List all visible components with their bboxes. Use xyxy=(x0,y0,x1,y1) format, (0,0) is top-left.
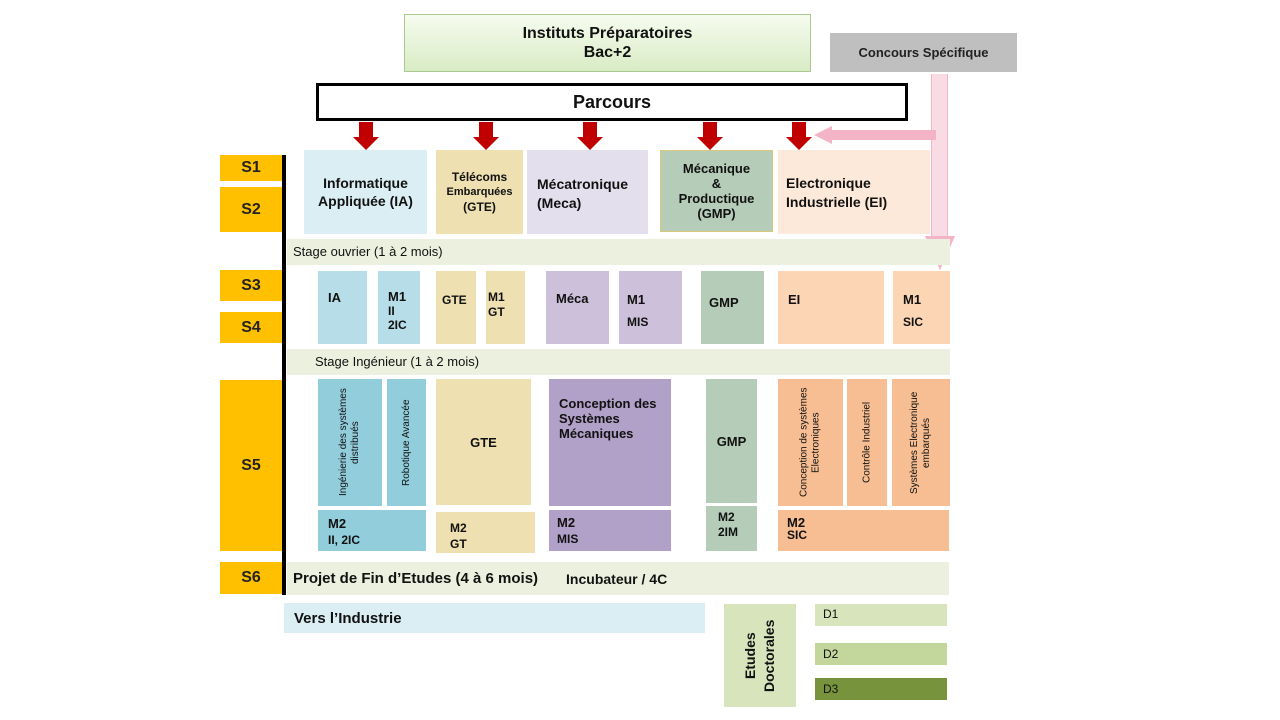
arrow-down-icon xyxy=(359,122,373,137)
s34-m1-ii-2ic: M1 II 2IC xyxy=(378,271,420,344)
s34-gte: GTE xyxy=(436,271,476,344)
s5-m2-mis: M2 MIS xyxy=(549,510,671,551)
arrow-down-icon xyxy=(577,137,603,150)
arrow-down-icon xyxy=(792,122,806,137)
institutes-box: Instituts Préparatoires Bac+2 xyxy=(404,14,811,72)
semester-s1: S1 xyxy=(220,155,282,181)
arrow-down-icon xyxy=(583,122,597,137)
concours-label: Concours Spécifique xyxy=(858,45,989,60)
concours-box: Concours Spécifique xyxy=(830,33,1017,72)
s34-ia: IA xyxy=(318,271,367,344)
arrow-left-pink-shaft xyxy=(830,130,936,140)
s5-csm: Conception des Systèmes Mécaniques xyxy=(549,379,671,506)
d2-box: D2 xyxy=(815,643,947,665)
semester-s4: S4 xyxy=(220,312,282,343)
pfe-label: Projet de Fin d’Etudes (4 à 6 mois) xyxy=(293,570,539,587)
s5-gmp: GMP xyxy=(706,379,757,503)
arrow-down-icon xyxy=(703,122,717,137)
s5-ci: Contrôle Industriel xyxy=(847,379,887,506)
arrow-down-pink-shaft xyxy=(931,74,948,238)
incubateur-label: Incubateur / 4C xyxy=(566,570,668,587)
etudes-doctorales: Etudes Doctorales xyxy=(724,604,796,707)
arrow-down-icon xyxy=(786,137,812,150)
s5-m2-ii-2ic: M2 II, 2IC xyxy=(318,510,426,551)
semester-s6: S6 xyxy=(220,562,282,594)
semester-s2: S2 xyxy=(220,187,282,232)
track-ei: Electronique Industrielle (EI) xyxy=(778,150,930,234)
timeline-line xyxy=(282,155,286,595)
stage-ingenieur-bar: Stage Ingénieur (1 à 2 mois) xyxy=(287,349,950,375)
track-ia: Informatique Appliquée (IA) xyxy=(304,150,427,234)
s34-gmp: GMP xyxy=(701,271,764,344)
s5-gte: GTE xyxy=(436,379,531,505)
s5-m2-sic: M2 SIC xyxy=(778,510,949,551)
institutes-level: Bac+2 xyxy=(583,44,632,61)
arrow-down-icon xyxy=(473,137,499,150)
track-gte: Télécoms Embarquées (GTE) xyxy=(436,150,523,234)
institutes-title: Instituts Préparatoires xyxy=(522,25,693,42)
s34-meca: Méca xyxy=(546,271,609,344)
s34-m1-sic: M1 SIC xyxy=(893,271,950,344)
s34-ei: EI xyxy=(778,271,884,344)
parcours-box: Parcours xyxy=(316,83,908,121)
s5-robotique: Robotique Avancée xyxy=(387,379,426,506)
track-meca: Mécatronique (Meca) xyxy=(527,150,648,234)
d3-box: D3 xyxy=(815,678,947,700)
s5-m2-gt: M2 GT xyxy=(436,512,535,553)
s5-cse: Conception de systèmes Electroniques xyxy=(778,379,843,506)
arrow-down-icon xyxy=(479,122,493,137)
d1-box: D1 xyxy=(815,604,947,626)
s5-m2-2im: M2 2IM xyxy=(706,506,757,551)
s34-m1-gt: M1 GT xyxy=(486,271,525,344)
arrow-left-icon xyxy=(814,126,832,144)
stage-ouvrier-bar: Stage ouvrier (1 à 2 mois) xyxy=(287,239,950,265)
semester-s5: S5 xyxy=(220,380,282,551)
semester-s3: S3 xyxy=(220,270,282,301)
s5-see: Systèmes Electronique embarqués xyxy=(892,379,950,506)
s5-isd: Ingénierie des systèmes distribués xyxy=(318,379,382,506)
arrow-down-icon xyxy=(353,137,379,150)
parcours-label: Parcours xyxy=(572,91,652,112)
arrow-down-icon xyxy=(697,137,723,150)
s34-m1-mis: M1 MIS xyxy=(619,271,682,344)
s6-bar: Projet de Fin d’Etudes (4 à 6 mois) Incu… xyxy=(287,562,949,595)
industrie-bar: Vers l’Industrie xyxy=(284,603,705,633)
track-gmp: Mécanique & Productique (GMP) xyxy=(660,150,773,232)
